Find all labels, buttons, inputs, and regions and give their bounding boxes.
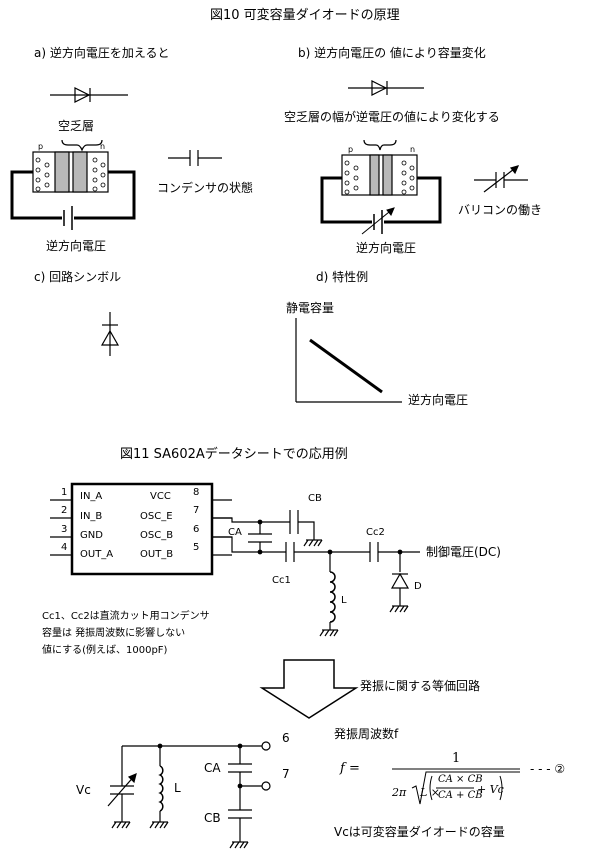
ca-label-eq: CA (204, 761, 221, 775)
reverse-voltage-label-a: 逆方向電圧 (46, 239, 107, 253)
pin-7-number: 7 (193, 505, 200, 516)
formula-numerator: 1 (452, 751, 461, 766)
formula-lines (392, 768, 520, 805)
ground-vc (111, 821, 131, 829)
note-line-3: 値にする(例えば、1000pF) (42, 645, 168, 656)
varicap-symbol-b (474, 165, 528, 193)
oscillator-circuit (212, 510, 420, 637)
pin-3-name: GND (80, 530, 103, 541)
vc-label: Vc (76, 783, 91, 797)
diode-symbol-c (100, 312, 120, 356)
cb-label: CB (308, 493, 322, 504)
pin-5-name: OUT_B (140, 549, 174, 560)
battery-a (63, 206, 73, 230)
reverse-voltage-label-b: 逆方向電圧 (356, 241, 417, 255)
capacitor-symbol-a (168, 150, 222, 166)
ic-sa602a (50, 482, 232, 576)
characteristic-graph (295, 318, 402, 403)
n-label-a: n (100, 142, 106, 151)
pn-junction-a (32, 151, 109, 193)
equation-number: - - - ② (530, 762, 566, 776)
pin-4-number: 4 (61, 542, 68, 553)
depletion-label-a: 空乏層 (58, 119, 95, 133)
formula-two-pi: 2π (392, 786, 407, 799)
note-line-1: Cc1、Cc2は直流カット用コンデンサ (42, 611, 210, 622)
graph-y-label: 静電容量 (286, 301, 335, 315)
fig10-b-heading: b) 逆方向電圧の 値により容量変化 (298, 46, 486, 60)
ground-d (389, 605, 409, 613)
capacitance-curve (309, 338, 383, 394)
pin-4-name: OUT_A (80, 549, 114, 560)
vc-note: Vcは可変容量ダイオードの容量 (334, 825, 505, 839)
control-voltage-label: 制御電圧(DC) (426, 545, 501, 559)
pin-6-number: 6 (193, 524, 200, 535)
down-arrow (259, 659, 359, 719)
pin-8-name: VCC (150, 491, 171, 502)
formula-ca-times-cb: CA × CB (438, 774, 483, 785)
l-label-eq: L (174, 781, 181, 795)
p-label-a: p (38, 142, 44, 151)
formula-lhs: f = (340, 761, 360, 776)
ca-label: CA (228, 527, 242, 538)
cc2-label: Cc2 (366, 527, 385, 538)
fig10-title: 図10 可変容量ダイオードの原理 (210, 8, 400, 23)
depletion-note-b: 空乏層の幅が逆電圧の値により変化する (284, 110, 500, 124)
pin-7-name: OSC_E (140, 511, 173, 522)
formula-l-times: L × (420, 786, 441, 799)
fig10-d-heading: d) 特性例 (316, 270, 369, 284)
depletion-brace-b (363, 139, 397, 151)
capacitor-state-label: コンデンサの状態 (157, 181, 254, 195)
pin-2-number: 2 (61, 505, 68, 516)
bias-loop-a (10, 170, 136, 220)
l-label: L (341, 595, 347, 606)
fig10-a-heading: a) 逆方向電圧を加えると (34, 46, 170, 60)
pin-6-name: OSC_B (140, 530, 174, 541)
equivalent-dots (157, 743, 243, 789)
junction-dots (257, 519, 403, 555)
varicap-action-label: バリコンの働き (458, 203, 543, 217)
graph-x-label: 逆方向電圧 (408, 393, 469, 407)
node-7-label: 7 (282, 767, 290, 781)
pn-junction-b (341, 154, 418, 196)
diode-symbol-a (50, 87, 128, 103)
bias-loop-b (320, 176, 442, 224)
fig10-c-heading: c) 回路シンボル (34, 270, 122, 284)
variable-battery-b (361, 207, 395, 235)
d-label: D (414, 581, 422, 592)
node-6-label: 6 (282, 731, 290, 745)
pin-1-name: IN_A (80, 491, 103, 502)
ground-cb-eq (229, 841, 249, 849)
n-label-b: n (410, 145, 416, 154)
fig11-title: 図11 SA602Aデータシートでの応用例 (120, 447, 348, 462)
formula-plus-vc: + Vc (477, 783, 504, 796)
depletion-brace-a (61, 139, 103, 152)
equivalent-circuit (107, 741, 271, 849)
note-line-2: 容量は 発振周波数に影響しない (42, 628, 186, 639)
pin-2-name: IN_B (80, 511, 103, 522)
pin-8-number: 8 (193, 487, 200, 498)
diode-symbol-b (348, 80, 424, 96)
pin-5-number: 5 (193, 542, 200, 553)
p-label-b: p (348, 145, 354, 154)
pin-1-number: 1 (61, 487, 68, 498)
ground-cb (303, 539, 323, 547)
equivalent-circuit-caption: 発振に関する等価回路 (360, 679, 481, 693)
cc1-label: Cc1 (272, 575, 291, 586)
oscillation-frequency-title: 発振周波数f (334, 727, 399, 741)
ground-l-eq (149, 821, 169, 829)
pin-3-number: 3 (61, 524, 68, 535)
ground-l (319, 629, 339, 637)
formula-ca-plus-cb: CA + CB (438, 790, 483, 801)
cb-label-eq: CB (204, 811, 221, 825)
